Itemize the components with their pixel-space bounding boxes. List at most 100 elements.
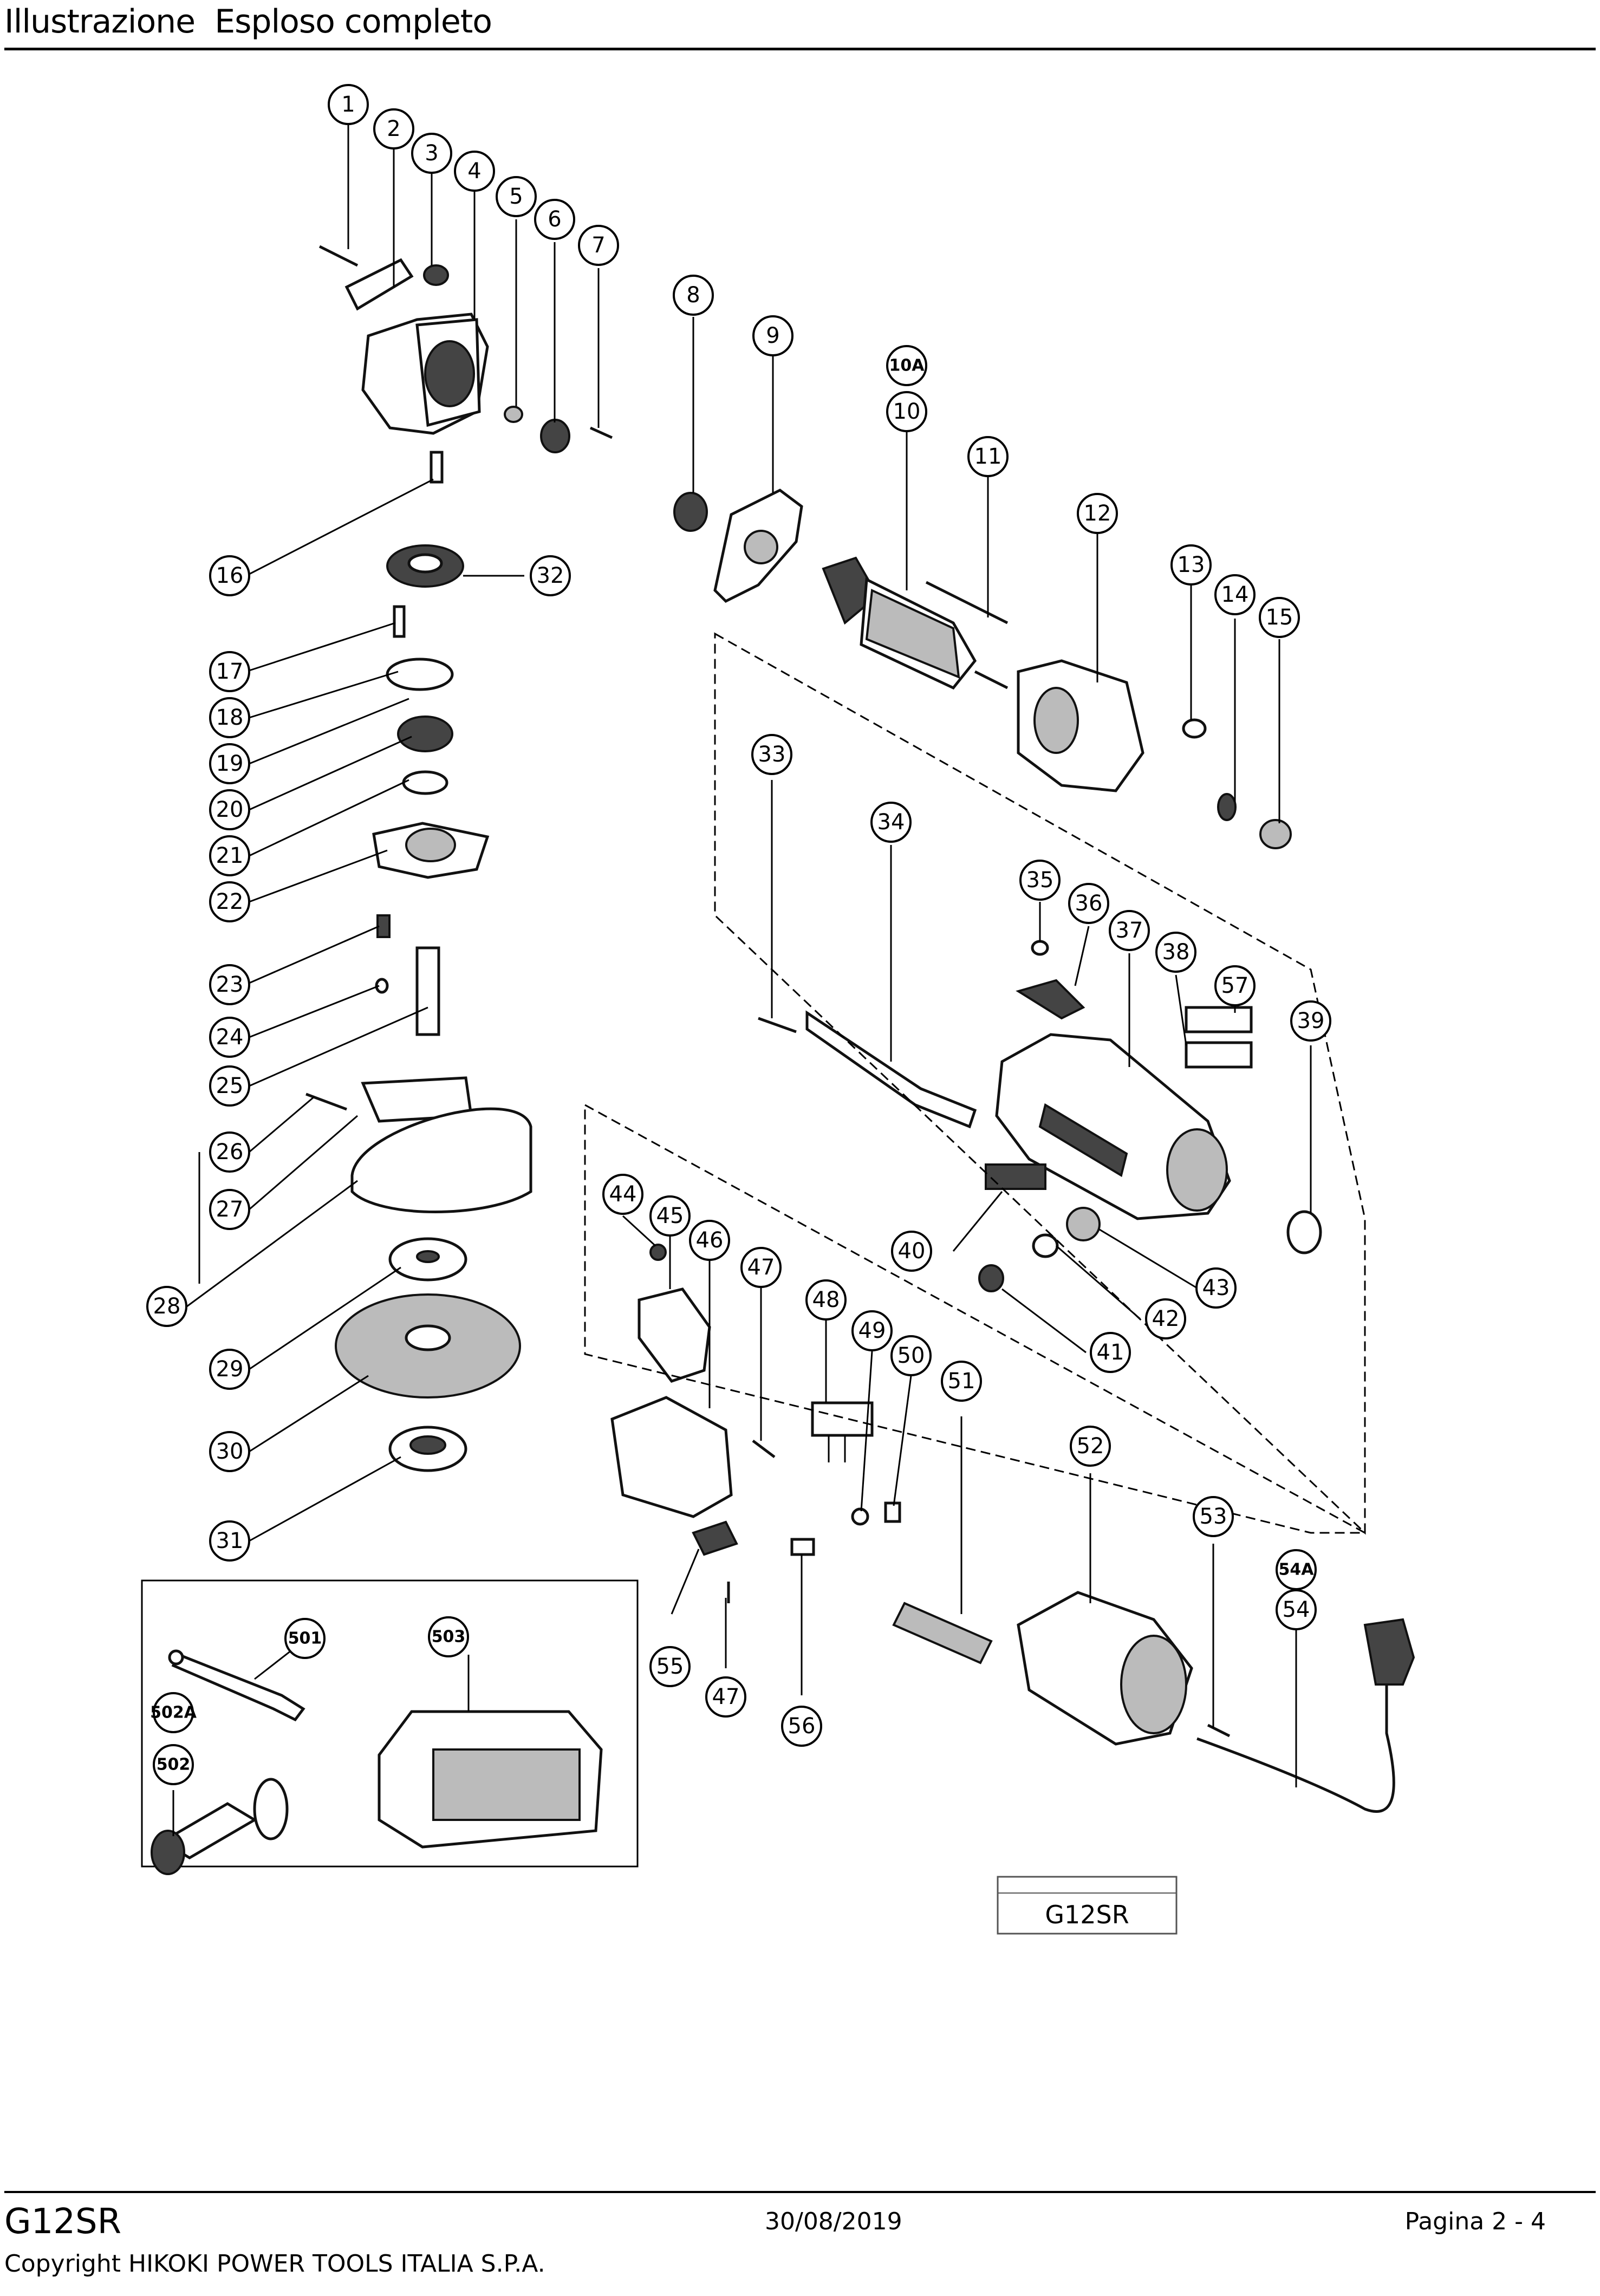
callouts: 1 2 3 4 5 6 7 8 9 10A 10 11 12 13 14 15 …: [146, 84, 1331, 1785]
header-rule: [4, 48, 1596, 50]
callout-11: 11: [967, 436, 1009, 477]
callout-19: 19: [209, 743, 250, 784]
callout-4: 4: [454, 151, 495, 192]
callout-label: 31: [216, 1529, 244, 1553]
callout-label: 43: [1202, 1276, 1230, 1300]
callout-1: 1: [328, 84, 369, 125]
callout-label: 36: [1075, 891, 1103, 916]
callout-9: 9: [752, 315, 794, 356]
callout-label: 20: [216, 797, 244, 822]
leader-lines: [172, 125, 1312, 1836]
callout-label: 54A: [1279, 1560, 1315, 1579]
callout-label: 39: [1297, 1009, 1325, 1033]
callout-6: 6: [534, 199, 575, 240]
callout-label: 54: [1283, 1597, 1310, 1622]
callout-3: 3: [411, 133, 452, 174]
callout-54: 54: [1276, 1589, 1317, 1630]
callout-502a: 502A: [150, 1692, 197, 1733]
callout-51: 51: [941, 1361, 982, 1402]
callout-label: 5: [509, 184, 523, 209]
callout-label: 52: [1077, 1434, 1104, 1459]
callout-label: 42: [1152, 1306, 1180, 1331]
callout-label: 1: [341, 92, 355, 117]
callout-49: 49: [851, 1310, 893, 1351]
callout-label: 56: [788, 1714, 816, 1739]
callout-43: 43: [1195, 1267, 1237, 1309]
callout-33: 33: [751, 734, 792, 775]
callout-label: 503: [432, 1628, 466, 1647]
callout-25: 25: [209, 1065, 250, 1107]
callout-10a: 10A: [886, 345, 927, 386]
callout-label: 53: [1200, 1504, 1227, 1529]
callout-18: 18: [209, 697, 250, 738]
callout-37: 37: [1109, 910, 1150, 951]
callout-55: 55: [649, 1646, 691, 1687]
callout-52: 52: [1070, 1426, 1111, 1467]
callout-22: 22: [209, 881, 250, 922]
callout-label: 22: [216, 889, 244, 914]
callout-21: 21: [209, 835, 250, 876]
callout-7: 7: [578, 225, 619, 266]
callout-44: 44: [602, 1174, 643, 1215]
callout-label: 30: [216, 1439, 244, 1464]
callout-label: 8: [686, 283, 700, 308]
callout-16: 16: [209, 555, 250, 596]
callout-47-top: 47: [740, 1247, 782, 1288]
callout-label: 11: [974, 444, 1002, 469]
callout-42: 42: [1145, 1298, 1186, 1339]
callout-label: 47: [712, 1684, 740, 1709]
callout-label: 502: [157, 1755, 191, 1774]
callout-35: 35: [1019, 860, 1061, 901]
callout-label: 3: [425, 141, 438, 166]
callout-label: 13: [1178, 552, 1205, 577]
callout-label: 16: [216, 563, 244, 588]
callout-label: 33: [758, 742, 786, 767]
callout-label: 4: [467, 159, 481, 184]
callout-label: 10A: [889, 356, 925, 375]
callout-28: 28: [146, 1286, 187, 1327]
callout-label: 34: [877, 810, 905, 835]
callout-label: 29: [216, 1357, 244, 1382]
callout-label: 502A: [150, 1703, 197, 1722]
callout-label: 6: [548, 207, 561, 232]
callout-label: 25: [216, 1074, 244, 1098]
callout-label: 12: [1084, 501, 1111, 526]
callout-8: 8: [673, 275, 714, 316]
footer-page-number: Pagina 2 - 4: [1404, 2208, 1546, 2235]
accessories-box: [141, 1579, 639, 1868]
callout-label: 18: [216, 705, 244, 730]
callout-47-bottom: 47: [705, 1676, 746, 1718]
callout-label: 46: [696, 1228, 724, 1253]
callout-32: 32: [530, 555, 571, 596]
callout-label: 2: [387, 116, 400, 141]
callout-46: 46: [689, 1220, 730, 1261]
callout-30: 30: [209, 1431, 250, 1472]
parts-artwork: [141, 245, 1415, 1875]
callout-label: 48: [812, 1287, 840, 1312]
callout-label: 47: [747, 1255, 775, 1280]
callout-2: 2: [373, 108, 414, 149]
callout-10: 10: [886, 391, 927, 432]
callout-label: 24: [216, 1025, 244, 1050]
callout-label: 38: [1162, 940, 1190, 965]
callout-label: 23: [216, 972, 244, 997]
callout-501: 501: [284, 1618, 326, 1659]
model-box-label: G12SR: [1045, 1900, 1129, 1929]
callout-31: 31: [209, 1520, 250, 1562]
callout-57: 57: [1214, 965, 1256, 1006]
callout-label: 50: [897, 1343, 925, 1368]
callout-54a: 54A: [1276, 1549, 1317, 1590]
callout-label: 19: [216, 751, 244, 776]
callout-503: 503: [428, 1616, 469, 1657]
callout-45: 45: [649, 1195, 691, 1237]
callout-502: 502: [153, 1744, 194, 1785]
callout-label: 9: [766, 323, 779, 348]
callout-label: 51: [948, 1369, 975, 1394]
callout-label: 10: [893, 399, 921, 424]
callout-48: 48: [805, 1279, 847, 1321]
callout-label: 40: [898, 1239, 926, 1264]
callout-53: 53: [1193, 1496, 1234, 1537]
callout-20: 20: [209, 789, 250, 830]
callout-12: 12: [1077, 493, 1118, 534]
